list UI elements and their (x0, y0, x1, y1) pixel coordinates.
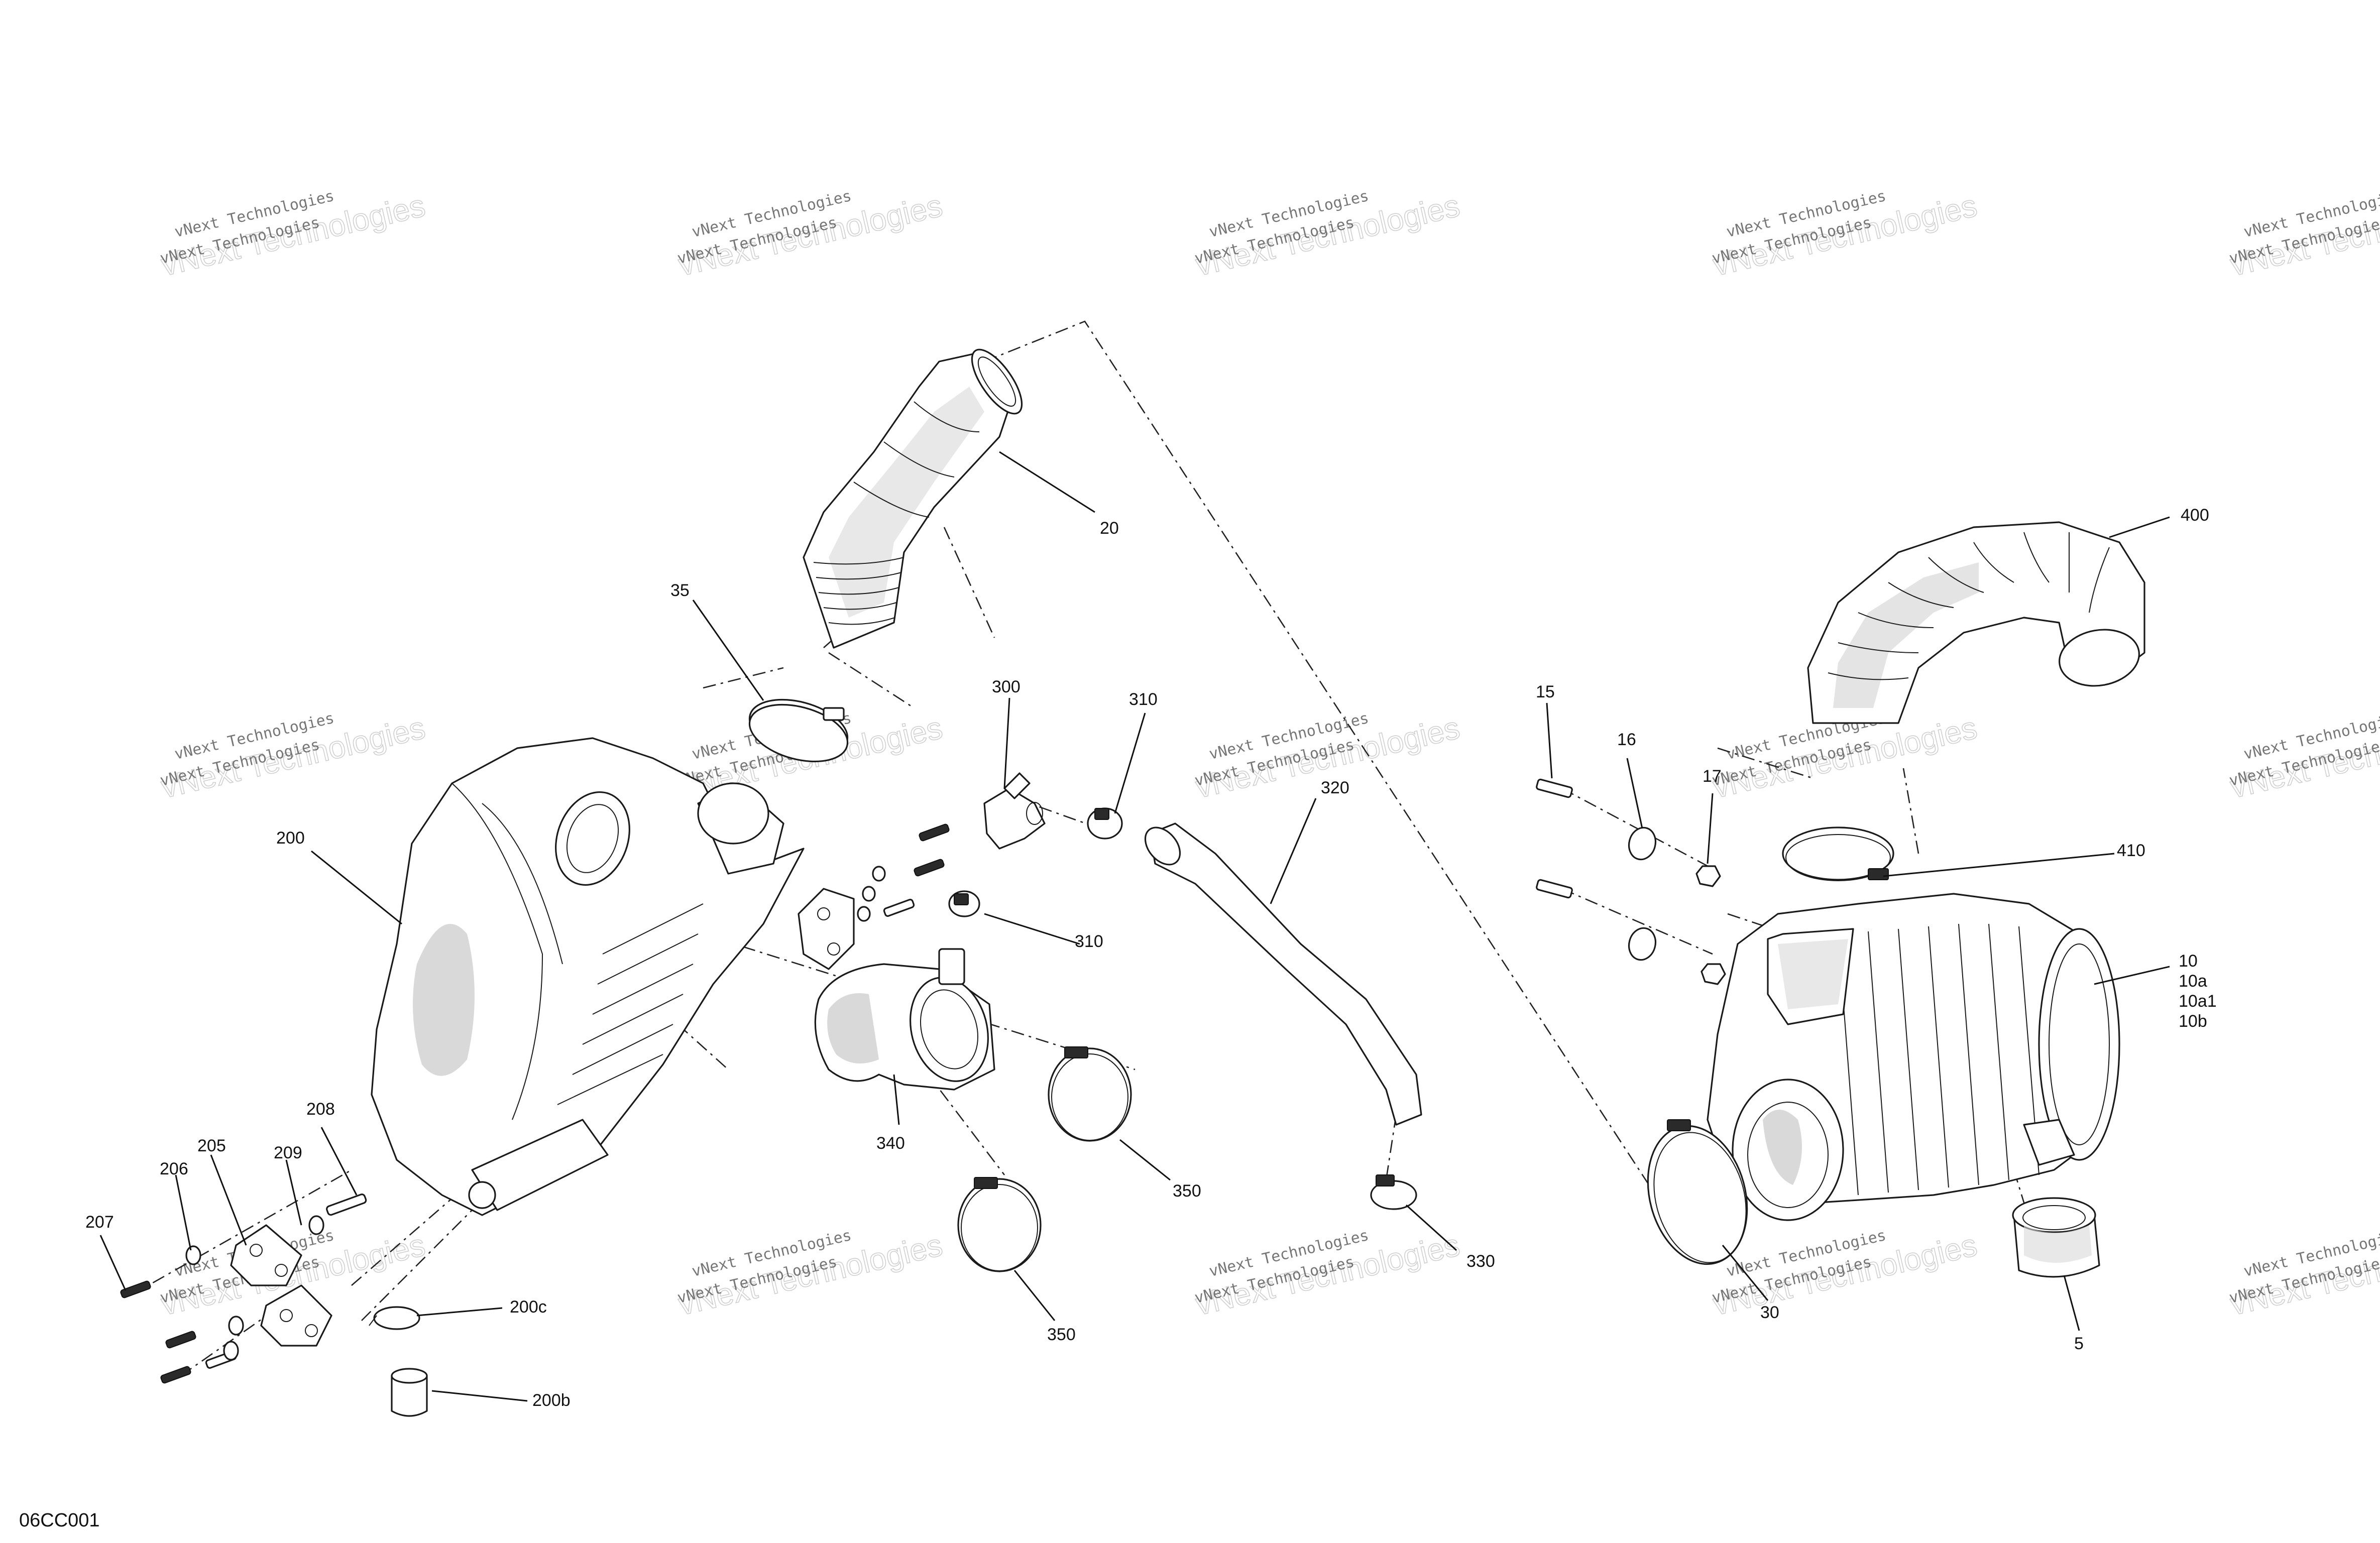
mount-hardware-205-209 (120, 1194, 367, 1384)
watermark: vNext Technologies vNext Technologies vN… (158, 709, 429, 805)
watermark: vNext Technologies vNext Technologies vN… (1710, 187, 1981, 283)
callout-10b: 10b (2179, 1012, 2207, 1031)
callout-35: 35 (670, 581, 690, 600)
clamp-part-350-lower (957, 1177, 1042, 1272)
callout-200: 200 (276, 828, 305, 848)
ring-part-200c (369, 1306, 420, 1330)
bolts-near-300 (798, 823, 950, 970)
callout-20: 20 (1100, 519, 1119, 538)
elbow-part-340 (814, 948, 995, 1091)
callout-17: 17 (1703, 767, 1722, 786)
sleeve-part-200b (391, 1368, 428, 1417)
watermark: vNext Technologies vNext Technologies vN… (1192, 1227, 1463, 1323)
coupler-part-5 (2012, 1197, 2100, 1278)
callout-350-upper: 350 (1173, 1181, 1201, 1201)
clamp-part-410 (1782, 826, 1894, 881)
callout-10: 10 (2179, 952, 2198, 971)
watermark: vNext Technologies vNext Technologies vN… (1192, 187, 1463, 283)
callout-208: 208 (306, 1100, 335, 1119)
callout-300: 300 (992, 677, 1021, 696)
callout-310-lower: 310 (1075, 932, 1103, 951)
fitting-part-300 (983, 772, 1046, 850)
callout-labels: 20 35 200 208 205 206 209 207 300 310 31… (85, 506, 2217, 1410)
callout-15: 15 (1536, 682, 1555, 701)
watermark: vNext Technologies vNext Technologies vN… (2227, 1227, 2380, 1323)
intake-hose-part-20 (803, 348, 1023, 649)
callout-10a1: 10a1 (2179, 992, 2217, 1011)
clamp-part-35 (748, 698, 849, 763)
watermark: vNext Technologies vNext Technologies vN… (2227, 187, 2380, 283)
clamp-part-350-upper (1048, 1046, 1132, 1142)
air-filter-part-10 (1707, 893, 2120, 1221)
breather-hose-part-320 (1144, 822, 1422, 1126)
callout-10a: 10a (2179, 972, 2207, 991)
leader-lines (99, 451, 2170, 1402)
hardware-15-16-17 (1536, 778, 1726, 985)
callout-400: 400 (2181, 506, 2209, 525)
callout-30: 30 (1760, 1303, 1779, 1322)
callout-206: 206 (160, 1159, 188, 1178)
callout-207: 207 (85, 1213, 114, 1232)
callout-340: 340 (876, 1134, 905, 1153)
callout-330: 330 (1466, 1252, 1495, 1271)
callout-350-lower: 350 (1047, 1325, 1076, 1344)
callout-16: 16 (1617, 730, 1636, 749)
hose-part-400 (1807, 521, 2145, 724)
callout-410: 410 (2117, 841, 2145, 860)
clamp-part-330 (1370, 1174, 1417, 1210)
watermark: vNext Technologies vNext Technologies vN… (675, 187, 946, 283)
figure-code: 06CC001 (19, 1510, 100, 1531)
callout-5: 5 (2074, 1334, 2084, 1353)
callout-209: 209 (274, 1143, 302, 1162)
callout-320: 320 (1321, 778, 1349, 797)
watermark: vNext Technologies vNext Technologies vN… (2227, 709, 2380, 805)
clamp-part-310-upper (1087, 807, 1123, 840)
callout-200c: 200c (510, 1297, 547, 1317)
clamp-part-30 (1647, 1119, 1748, 1265)
callout-200b: 200b (532, 1391, 571, 1410)
callout-205: 205 (197, 1136, 226, 1155)
watermark: vNext Technologies vNext Technologies vN… (158, 187, 429, 283)
airbox-part-200 (371, 737, 805, 1216)
clamp-part-310-lower (948, 890, 980, 917)
callout-310-upper: 310 (1129, 690, 1158, 709)
watermark: vNext Technologies vNext Technologies vN… (675, 1227, 946, 1323)
